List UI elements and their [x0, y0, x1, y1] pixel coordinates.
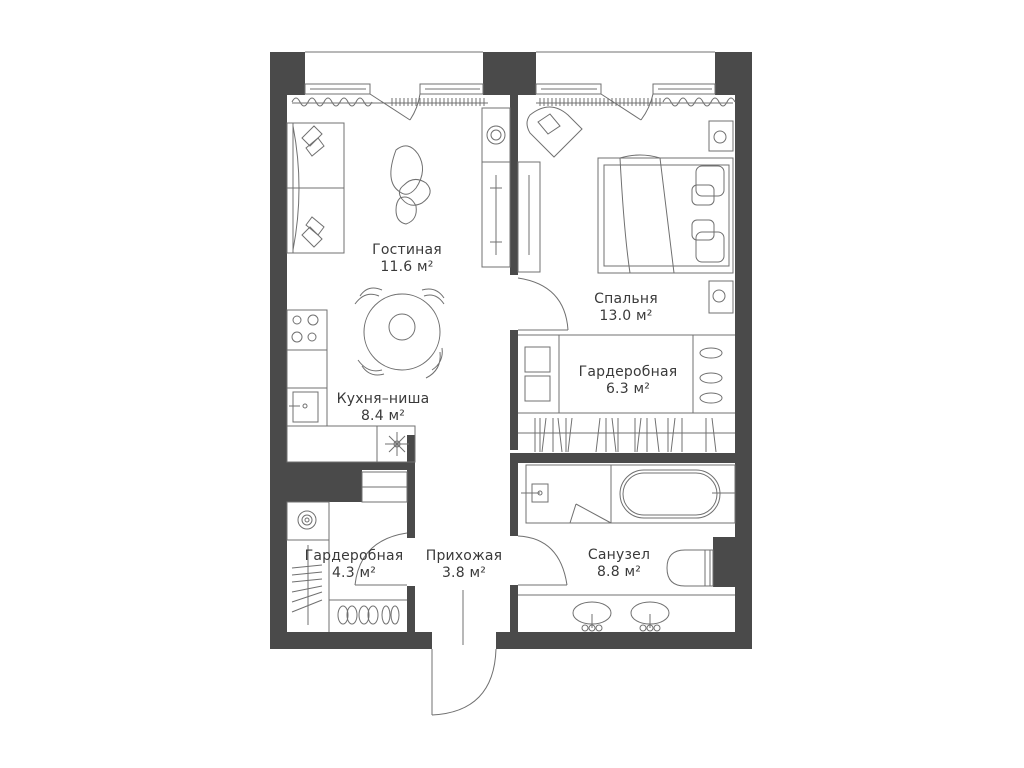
room-area: 13.0 м²	[599, 308, 653, 324]
closet-small-door	[354, 532, 408, 586]
room-area: 8.4 м²	[360, 408, 406, 424]
curtain-bedroom	[536, 97, 736, 107]
room-name: Прихожая	[425, 548, 503, 564]
room-label-bedroom: Спальня 13.0 м²	[594, 291, 658, 325]
sofa	[286, 122, 345, 254]
window-living-left	[304, 83, 371, 95]
nightstand-top	[708, 120, 734, 152]
room-area: 4.3 м²	[331, 565, 377, 581]
room-area: 11.6 м²	[380, 259, 434, 275]
room-label-bathroom: Санузел 8.8 м²	[588, 547, 650, 581]
window-bedroom-right	[652, 83, 716, 95]
window-living-right	[419, 83, 484, 95]
nightstand-bottom	[708, 280, 734, 314]
room-name: Гардеробная	[578, 364, 678, 380]
bedroom-dresser	[517, 161, 541, 273]
room-name: Спальня	[594, 291, 658, 307]
bedroom-door	[517, 277, 569, 331]
closet-large-furniture	[518, 334, 735, 453]
bathtub	[610, 464, 736, 524]
room-area: 8.8 м²	[596, 564, 642, 580]
window-bedroom-left	[535, 83, 602, 95]
room-name: Гардеробная	[304, 548, 404, 564]
entrance-door	[431, 590, 497, 716]
vanity	[518, 594, 735, 632]
curtain-living	[291, 97, 488, 107]
room-name: Кухня–ниша	[336, 391, 430, 407]
room-name: Санузел	[587, 547, 651, 563]
room-area: 3.8 м²	[441, 565, 487, 581]
closet-small-furniture	[286, 471, 408, 632]
room-label-walkin-closet-large: Гардеробная 6.3 м²	[579, 364, 678, 398]
armchair	[526, 106, 583, 158]
coffee-table	[390, 145, 431, 225]
room-area: 6.3 м²	[605, 381, 651, 397]
room-label-walkin-closet-small: Гардеробная 4.3 м²	[305, 548, 404, 582]
room-name: Гостиная	[372, 242, 442, 258]
bathroom-door	[517, 535, 568, 586]
room-label-living: Гостиная 11.6 м²	[372, 242, 442, 276]
tv-cabinet	[481, 107, 511, 268]
room-label-kitchen: Кухня–ниша 8.4 м²	[337, 391, 430, 425]
walls	[270, 52, 752, 649]
dining-table	[354, 287, 445, 379]
bed	[597, 154, 734, 274]
toilet	[666, 549, 714, 587]
kitchen-counter	[286, 309, 416, 463]
shower	[521, 464, 612, 524]
room-label-hallway: Прихожая 3.8 м²	[426, 548, 503, 582]
